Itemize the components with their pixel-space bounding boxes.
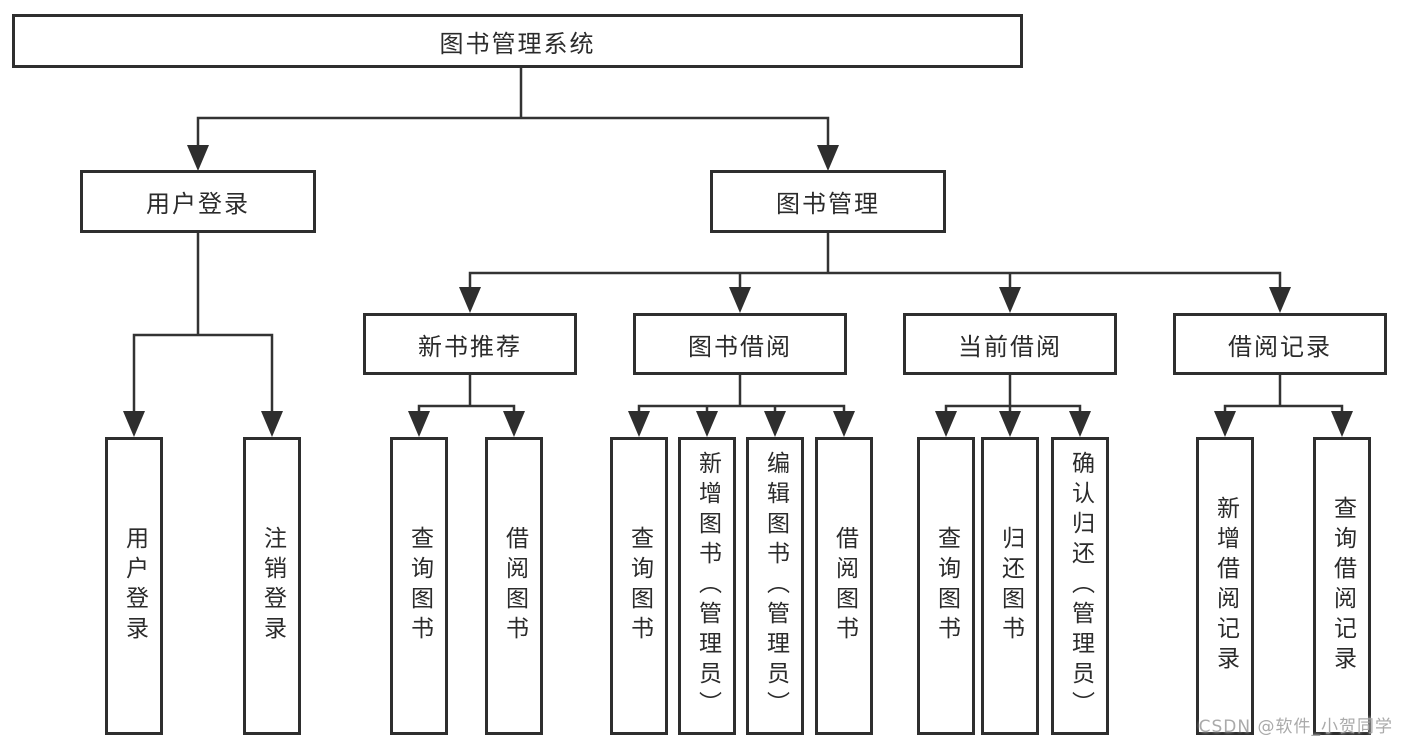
arrowhead-icons: [123, 145, 1353, 437]
leaf-edit-books-admin: 编辑图书（管理员）: [746, 437, 804, 735]
node-borrow-records: 借阅记录: [1173, 313, 1387, 375]
leaf-borrow-books-recommend: 借阅图书: [485, 437, 543, 735]
leaf-query-borrow-record: 查询借阅记录: [1313, 437, 1371, 735]
leaf-query-books-recommend: 查询图书: [390, 437, 448, 735]
leaf-logout: 注销登录: [243, 437, 301, 735]
node-user-login: 用户登录: [80, 170, 316, 233]
node-current-borrow: 当前借阅: [903, 313, 1117, 375]
leaf-add-books-admin: 新增图书（管理员）: [678, 437, 736, 735]
node-new-book-recommend: 新书推荐: [363, 313, 577, 375]
leaf-query-books-borrow: 查询图书: [610, 437, 668, 735]
leaf-return-books: 归还图书: [981, 437, 1039, 735]
node-book-borrow: 图书借阅: [633, 313, 847, 375]
leaf-query-books-current: 查询图书: [917, 437, 975, 735]
leaf-confirm-return-admin: 确认归还（管理员）: [1051, 437, 1109, 735]
node-library-system: 图书管理系统: [12, 14, 1023, 68]
leaf-user-login: 用户登录: [105, 437, 163, 735]
node-book-management: 图书管理: [710, 170, 946, 233]
csdn-watermark: CSDN @软件_小贺同学: [1198, 717, 1393, 737]
leaf-borrow-books: 借阅图书: [815, 437, 873, 735]
leaf-add-borrow-record: 新增借阅记录: [1196, 437, 1254, 735]
